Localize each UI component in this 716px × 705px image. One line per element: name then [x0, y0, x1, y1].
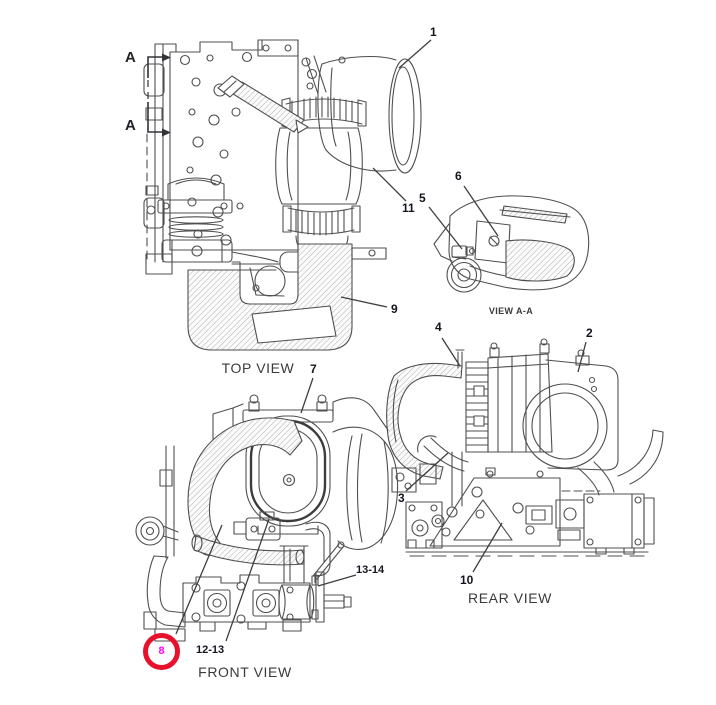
callout-4: 4 — [435, 320, 442, 334]
callout-11: 11 — [402, 201, 415, 215]
callout-5: 5 — [419, 191, 426, 205]
callout-13-14: 13-14 — [356, 564, 385, 576]
callout-7: 7 — [310, 362, 317, 376]
section-line-a-a — [147, 53, 171, 137]
callout-12-13: 12-13 — [196, 644, 225, 656]
leader-9 — [340, 296, 388, 308]
leader-1 — [398, 39, 432, 69]
u-duct — [187, 235, 387, 351]
leader-7 — [300, 377, 314, 414]
leader-5 — [428, 206, 463, 250]
leader-10 — [472, 522, 503, 573]
pump-fitting — [233, 511, 281, 541]
leader-4 — [441, 337, 461, 367]
valve-assembly — [145, 177, 233, 263]
leader-12-13 — [225, 518, 270, 642]
mounting-bracket-base — [405, 467, 655, 557]
rear-view-drawing — [386, 338, 664, 557]
callout-1: 1 — [430, 25, 437, 39]
mounting-ring-plate — [522, 349, 619, 471]
front-view-title: FRONT VIEW — [198, 664, 292, 680]
front-view-drawing — [135, 394, 399, 642]
top-view-title: TOP VIEW — [221, 360, 295, 376]
callout-9: 9 — [391, 302, 398, 316]
leader-6 — [463, 185, 499, 237]
highlight-ring: 8 — [143, 633, 180, 670]
leader-2 — [577, 341, 587, 373]
view-a-a-title: VIEW A-A — [488, 306, 534, 316]
leader-lines — [175, 39, 587, 642]
leader-13-14 — [317, 574, 357, 587]
leader-8 — [175, 524, 223, 635]
view-a-a-drawing — [433, 195, 590, 293]
callout-2: 2 — [586, 326, 593, 340]
belt-housing — [242, 394, 334, 535]
air-cleaner-canister — [465, 338, 553, 453]
leader-11 — [372, 167, 407, 202]
callout-3: 3 — [398, 491, 405, 505]
callout-10: 10 — [460, 573, 474, 587]
top-view-drawing — [143, 39, 422, 351]
air-inlet-duct — [301, 56, 422, 174]
leader-3 — [405, 452, 449, 492]
intake-duct — [187, 417, 303, 552]
rear-view-title: REAR VIEW — [468, 590, 552, 606]
section-letter-a-top: A — [125, 49, 136, 66]
section-letter-a-bottom: A — [125, 117, 136, 134]
callout-8: 8 — [158, 645, 165, 657]
callout-6: 6 — [455, 169, 462, 183]
